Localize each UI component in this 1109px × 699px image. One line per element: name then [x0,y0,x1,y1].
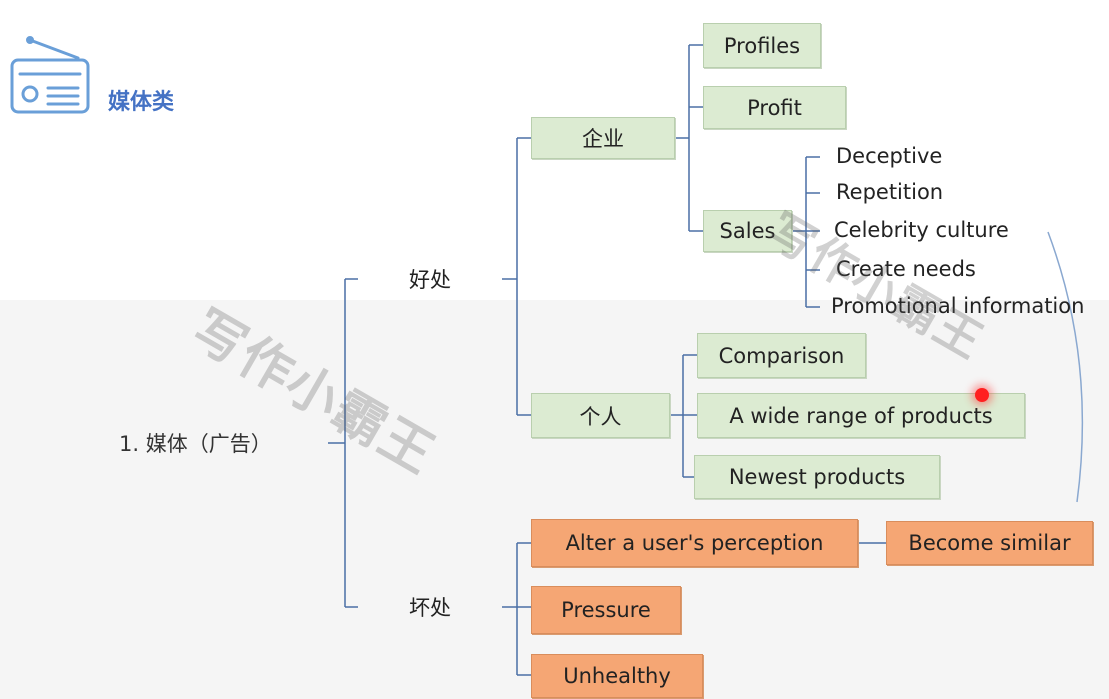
leaf-promotional-information: Promotional information [831,294,1085,318]
branch-bad-label: 坏处 [409,596,451,620]
page-title: 媒体类 [108,90,175,115]
node-unhealthy: Unhealthy [531,654,703,698]
node-alter-perception-label: Alter a user's perception [565,531,824,555]
node-profit: Profit [703,86,846,129]
node-enterprise: 企业 [531,117,675,159]
node-personal: 个人 [531,393,670,438]
leaf-deceptive: Deceptive [836,144,943,168]
node-personal-label: 个人 [579,404,622,429]
branch-good-label: 好处 [409,268,451,292]
node-newest-products-label: Newest products [728,465,906,489]
node-sales: Sales [703,210,792,252]
node-pressure: Pressure [531,586,681,634]
node-become-similar-label: Become similar [908,531,1071,555]
branch-good: 好处 [358,262,502,296]
node-unhealthy-label: Unhealthy [563,664,671,688]
branch-bad: 坏处 [358,590,502,624]
radio-icon [8,34,92,118]
node-become-similar: Become similar [886,521,1093,565]
node-pressure-label: Pressure [561,598,651,622]
leaf-repetition: Repetition [836,180,944,204]
node-profiles: Profiles [703,23,821,68]
leaf-create-needs: Create needs [836,257,976,281]
root-topic: 1. 媒体（广告） [119,432,272,456]
node-sales-label: Sales [719,219,776,243]
node-enterprise-label: 企业 [582,127,624,151]
node-newest-products: Newest products [694,455,940,499]
node-alter-perception: Alter a user's perception [531,519,858,567]
node-comparison-label: Comparison [718,343,845,368]
node-wide-range: A wide range of products [697,393,1025,438]
node-wide-range-label: A wide range of products [729,403,993,428]
pointer-dot [975,388,989,402]
node-profiles-label: Profiles [723,33,801,58]
leaf-celebrity-culture: Celebrity culture [834,218,1009,242]
node-profit-label: Profit [747,95,802,120]
node-comparison: Comparison [697,333,866,378]
